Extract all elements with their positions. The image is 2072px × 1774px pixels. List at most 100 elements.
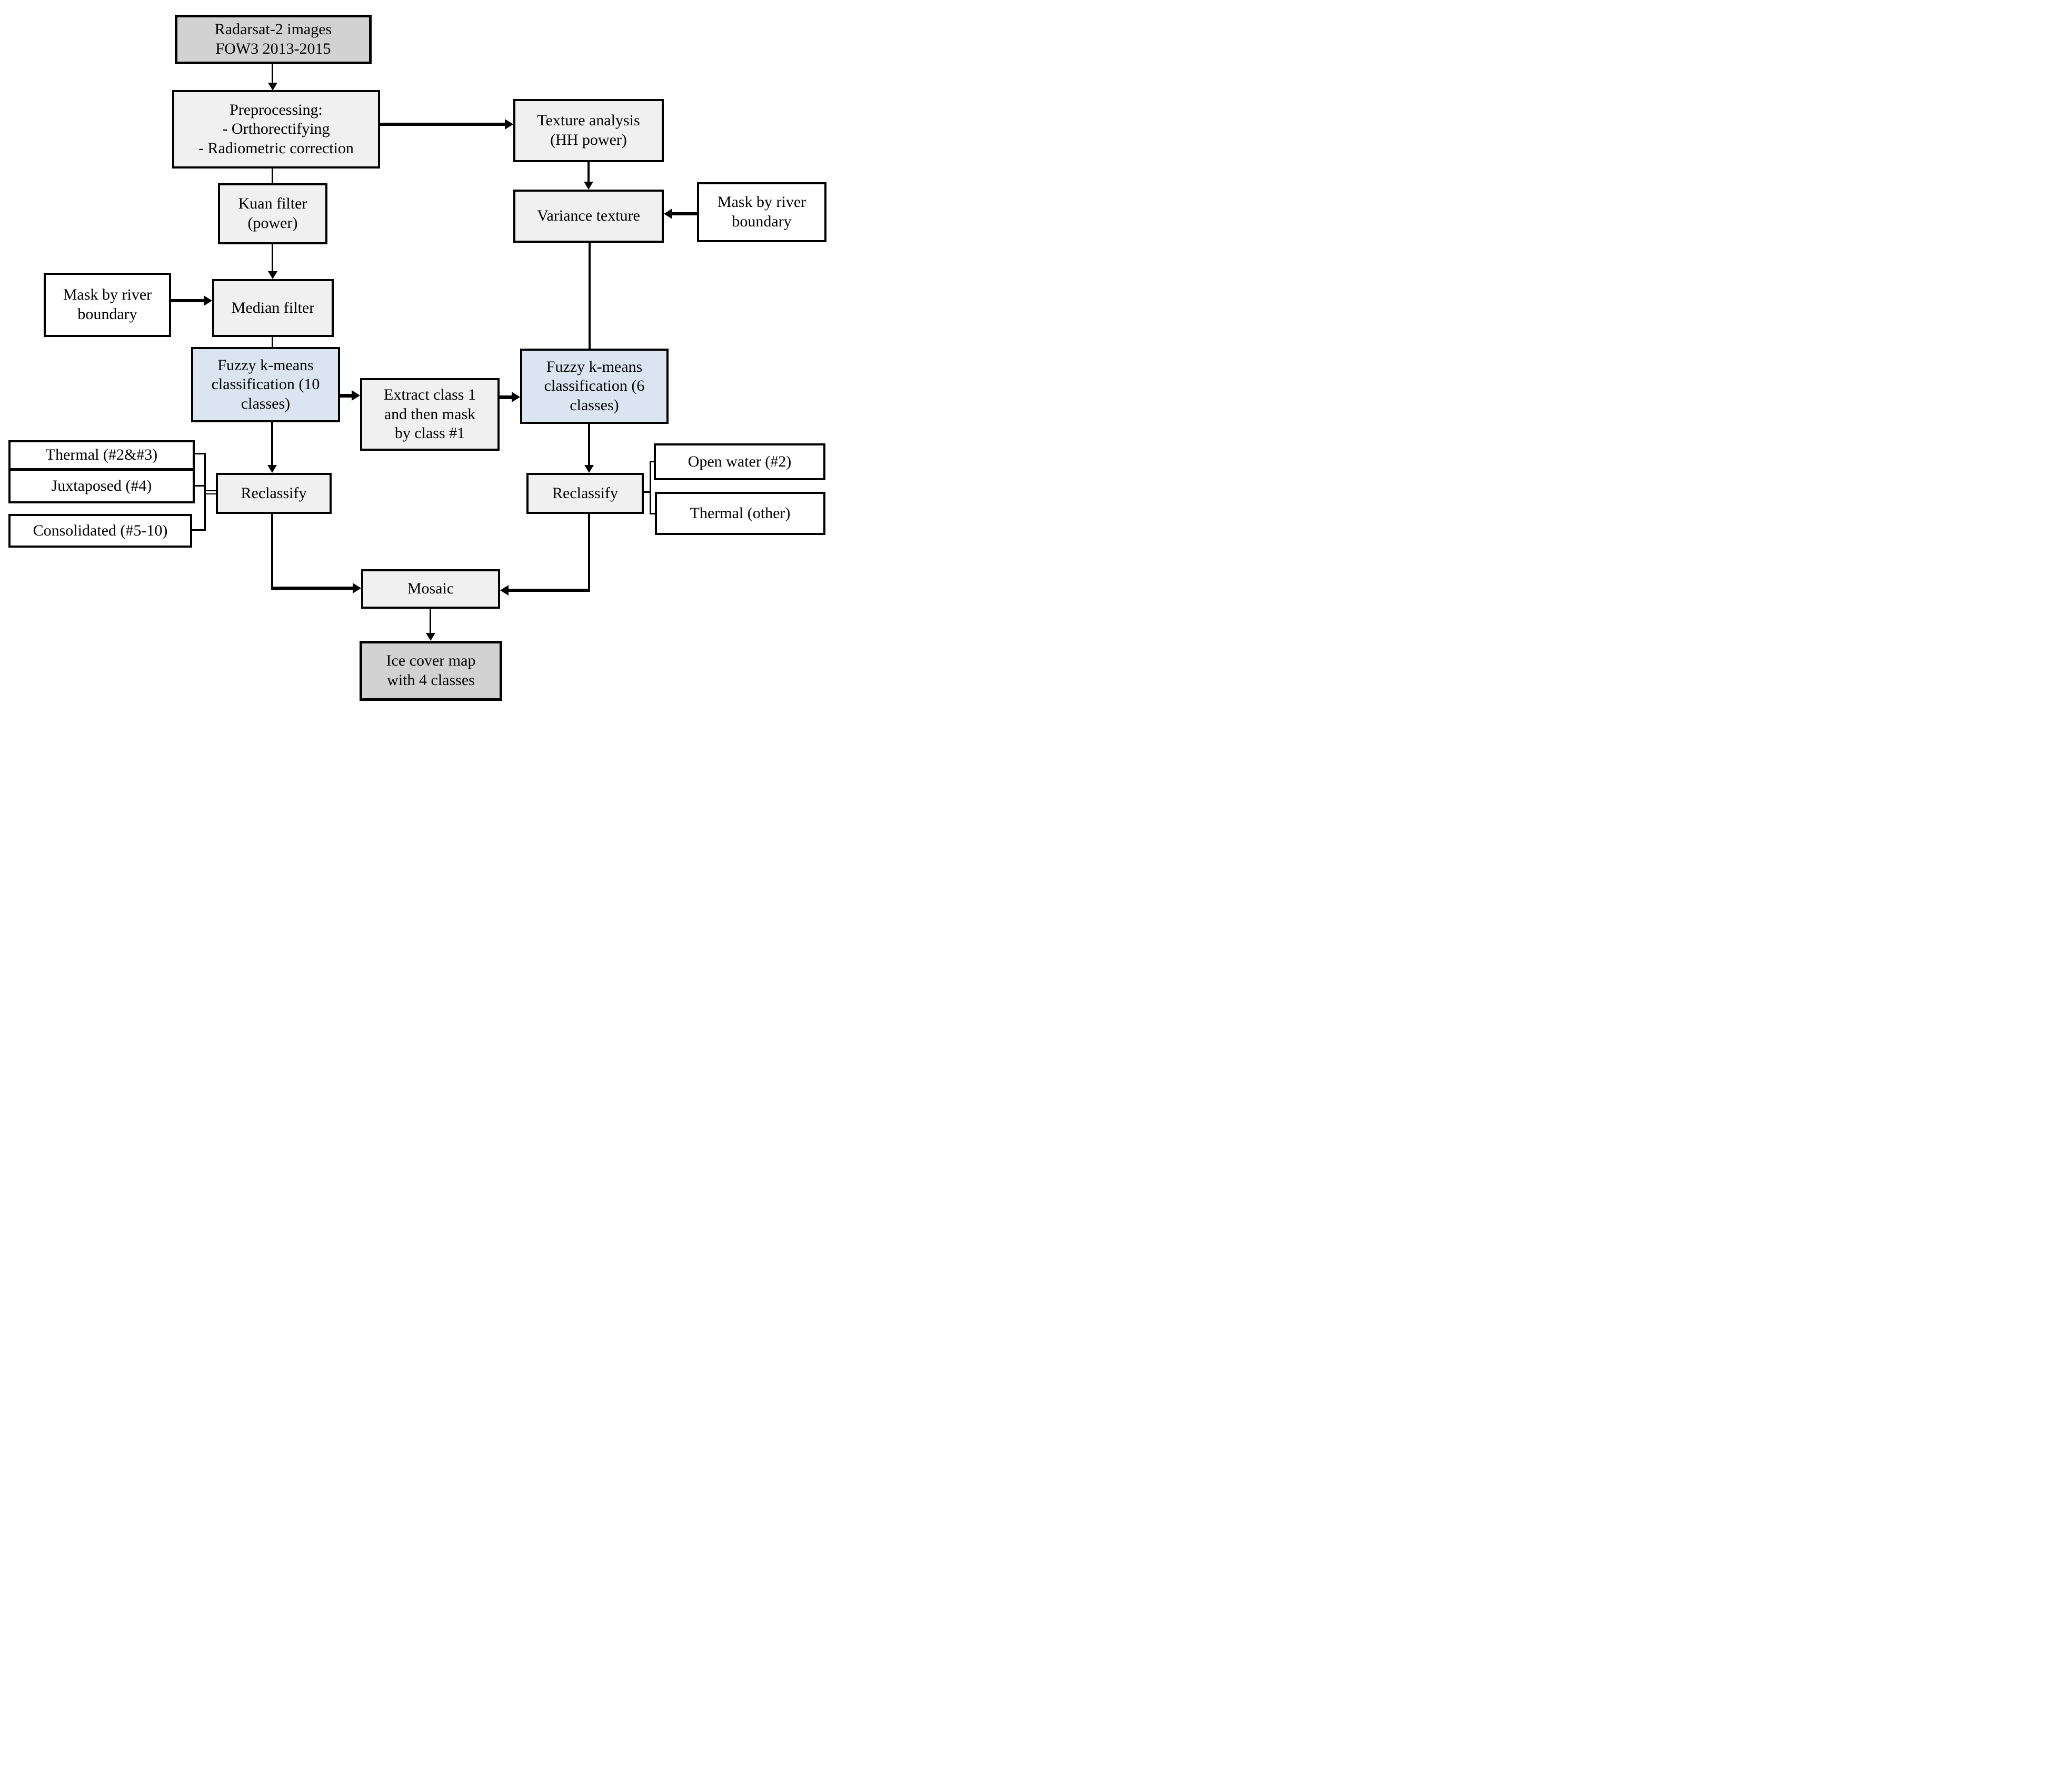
radarsat-line-2: FOW3 2013-2015: [215, 40, 331, 57]
node-consolidated: Consolidated (#5-10): [8, 514, 192, 548]
mosaic-label: Mosaic: [407, 580, 454, 598]
node-thermal: Thermal (#2&#3): [8, 440, 195, 470]
preprocessing-line-3: - Radiometric correction: [198, 139, 354, 157]
node-thermal-other: Thermal (other): [655, 492, 825, 535]
mask-right-line-2: boundary: [732, 213, 792, 230]
connector-fuzzy10-reclassify: [271, 422, 273, 465]
connector-texture-variance: [587, 162, 590, 186]
connector-preprocessing-texture: [380, 123, 505, 126]
arrowhead-down-icon: [584, 465, 594, 473]
bracket-stub-open-water: [651, 461, 654, 462]
arrowhead-down-icon: [267, 465, 277, 473]
bracket-stub-consolidated: [192, 529, 204, 531]
juxtaposed-label: Juxtaposed (#4): [51, 477, 152, 494]
bracket-stub-thermal: [195, 453, 204, 454]
thermal-label: Thermal (#2&#3): [45, 446, 158, 464]
connector-preprocessing-kuan: [272, 169, 273, 183]
variance-texture-label: Variance texture: [537, 207, 640, 225]
texture-line-1: Texture analysis: [537, 112, 640, 130]
fuzzy6-line-3: classes): [570, 396, 619, 414]
connector-fuzzy6-reclassify: [588, 424, 590, 465]
connector-maskleft-median: [171, 299, 204, 302]
arrowhead-right-icon: [204, 295, 212, 306]
kuan-line-1: Kuan filter: [238, 195, 307, 213]
bracket-stub-reclassify-right: [644, 491, 650, 493]
preprocessing-line-2: - Orthorectifying: [222, 120, 330, 138]
arrowhead-down-icon: [426, 633, 435, 641]
ice-cover-line-2: with 4 classes: [387, 671, 475, 689]
node-ice-cover-label: Ice cover map with 4 classes: [386, 651, 476, 690]
node-mask-river-right: Mask by river boundary: [697, 182, 826, 242]
bracket-stub-juxtaposed: [195, 485, 204, 487]
bracket-stub-reclassify-left-b: [206, 493, 216, 494]
node-juxtaposed: Juxtaposed (#4): [8, 469, 195, 503]
arrowhead-left-icon: [500, 585, 509, 596]
bracket-left-vertical: [204, 453, 206, 531]
connector-maskright-variance: [672, 212, 697, 215]
flowchart-canvas: Radarsat-2 images FOW3 2013-2015 Preproc…: [0, 0, 829, 710]
bracket-stub-reclassify-left-a: [206, 490, 216, 491]
mask-left-line-1: Mask by river: [63, 286, 152, 304]
node-reclassify-right: Reclassify: [526, 473, 644, 514]
arrowhead-right-icon: [352, 390, 360, 401]
ice-cover-line-1: Ice cover map: [386, 652, 476, 670]
fuzzy10-line-2: classification (10: [211, 375, 320, 393]
node-fuzzy-kmeans-6: Fuzzy k-means classification (6 classes): [520, 349, 669, 424]
node-variance-texture: Variance texture: [513, 190, 664, 243]
node-preprocessing: Preprocessing: - Orthorectifying - Radio…: [172, 90, 380, 169]
mask-left-line-2: boundary: [77, 305, 137, 323]
connector-reclassifyleft-mosaic: [271, 587, 353, 590]
node-texture-analysis-label: Texture analysis (HH power): [537, 111, 640, 150]
arrowhead-left-icon: [664, 209, 672, 219]
arrowhead-down-icon: [268, 271, 277, 279]
median-filter-label: Median filter: [231, 299, 315, 316]
mask-right-line-1: Mask by river: [717, 193, 806, 211]
node-radarsat-images: Radarsat-2 images FOW3 2013-2015: [175, 15, 372, 64]
fuzzy6-line-1: Fuzzy k-means: [546, 358, 643, 375]
node-mask-river-left-label: Mask by river boundary: [63, 285, 152, 324]
fuzzy6-line-2: classification (6: [544, 377, 645, 395]
reclassify-left-label: Reclassify: [241, 484, 307, 502]
node-fuzzy-10-label: Fuzzy k-means classification (10 classes…: [212, 356, 320, 414]
node-preprocessing-label: Preprocessing: - Orthorectifying - Radio…: [198, 101, 354, 158]
node-median-filter: Median filter: [212, 279, 334, 337]
arrowhead-right-icon: [505, 119, 513, 130]
bracket-stub-thermal-other: [651, 513, 655, 514]
arrowhead-down-icon: [268, 83, 277, 91]
node-radarsat-label: Radarsat-2 images FOW3 2013-2015: [215, 20, 332, 58]
fuzzy10-line-1: Fuzzy k-means: [217, 356, 314, 374]
connector-reclassifyright-down: [588, 514, 590, 591]
radarsat-line-1: Radarsat-2 images: [214, 21, 332, 38]
connector-extract-fuzzy6: [500, 395, 512, 399]
connector-kuan-median: [272, 244, 273, 272]
node-reclassify-left: Reclassify: [216, 473, 332, 514]
connector-mosaic-icecover: [430, 609, 431, 633]
node-mask-river-left: Mask by river boundary: [44, 273, 171, 337]
kuan-line-2: (power): [247, 214, 298, 232]
extract-line-3: by class #1: [394, 424, 465, 442]
node-open-water: Open water (#2): [654, 443, 825, 480]
arrowhead-right-icon: [512, 392, 520, 402]
node-texture-analysis: Texture analysis (HH power): [513, 99, 664, 162]
connector-fuzzy10-extract: [340, 394, 352, 398]
node-fuzzy-6-label: Fuzzy k-means classification (6 classes): [544, 358, 645, 415]
preprocessing-line-1: Preprocessing:: [230, 101, 323, 118]
connector-radarsat-preprocessing: [272, 64, 273, 88]
consolidated-label: Consolidated (#5-10): [33, 521, 168, 539]
fuzzy10-line-3: classes): [241, 394, 291, 412]
texture-line-2: (HH power): [550, 131, 627, 148]
node-mask-river-right-label: Mask by river boundary: [718, 193, 806, 231]
arrowhead-down-icon: [584, 182, 593, 190]
arrowhead-right-icon: [353, 583, 361, 593]
node-ice-cover-map: Ice cover map with 4 classes: [360, 641, 502, 701]
node-fuzzy-kmeans-10: Fuzzy k-means classification (10 classes…: [191, 347, 340, 422]
connector-reclassifyleft-down: [271, 514, 273, 590]
open-water-label: Open water (#2): [688, 452, 792, 470]
node-extract-class: Extract class 1 and then mask by class #…: [360, 378, 500, 451]
reclassify-right-label: Reclassify: [552, 484, 618, 502]
connector-median-fuzzy10: [272, 337, 273, 347]
node-extract-class-label: Extract class 1 and then mask by class #…: [384, 385, 476, 443]
bracket-right-vertical: [650, 461, 651, 514]
node-kuan-filter: Kuan filter (power): [218, 183, 327, 244]
node-kuan-filter-label: Kuan filter (power): [238, 194, 307, 233]
